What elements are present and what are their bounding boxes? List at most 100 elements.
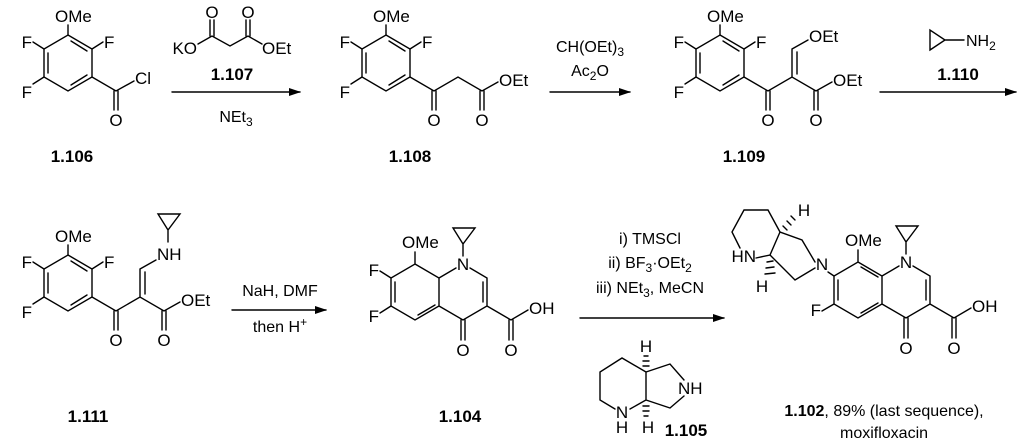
atom-o: O bbox=[456, 341, 469, 360]
atom-f: F bbox=[340, 33, 350, 52]
atom-cl: Cl bbox=[135, 69, 151, 88]
cyclopropyl bbox=[929, 28, 965, 52]
compound-label: 1.110 bbox=[937, 65, 979, 84]
atom-f: F bbox=[22, 253, 32, 272]
atom-ome: OMe bbox=[373, 7, 410, 26]
atom-f: F bbox=[340, 83, 350, 102]
text-part: ·OEt bbox=[652, 255, 685, 272]
atom-oh: OH bbox=[529, 299, 555, 318]
reagent-text: ii) BF3·OEt2 bbox=[608, 255, 692, 275]
atom-oet: OEt bbox=[262, 39, 292, 58]
text-part: 3 bbox=[643, 286, 650, 300]
text-part: NH bbox=[966, 33, 989, 50]
reagent-text: NH2 bbox=[966, 33, 996, 53]
atom-o: O bbox=[157, 331, 170, 350]
atom-ome: OMe bbox=[55, 227, 92, 246]
text-part: then H bbox=[253, 319, 300, 336]
text-part: 2 bbox=[685, 261, 692, 275]
atom-oet: OEt bbox=[181, 291, 211, 310]
atom-n: N bbox=[816, 255, 828, 274]
atom-f: F bbox=[22, 33, 32, 52]
reaction-step-2: CH(OEt)3 Ac2O bbox=[549, 39, 631, 96]
compound-1-104: OMe F F N O O OH 1.104 bbox=[369, 227, 555, 426]
compound-label: 1.105 bbox=[665, 421, 708, 440]
atom-o: O bbox=[427, 111, 440, 130]
compound-1-108: OMe F F F O O OEt 1.108 bbox=[340, 7, 529, 166]
atom-f: F bbox=[104, 253, 114, 272]
atom-nh: NH bbox=[157, 245, 182, 264]
atom-h: H bbox=[756, 277, 768, 296]
atom-oet: OEt bbox=[833, 71, 863, 90]
atom-f: F bbox=[674, 33, 684, 52]
atom-n: N bbox=[457, 255, 469, 274]
atom-f: F bbox=[369, 261, 379, 280]
text-part: 2 bbox=[590, 69, 597, 83]
compound-1-106: OMe F F F Cl O 1.106 bbox=[22, 7, 151, 166]
reagent-text: i) TMSCl bbox=[619, 231, 681, 248]
atom-ome: OMe bbox=[55, 7, 92, 26]
compound-label: 1.107 bbox=[211, 65, 254, 84]
atom-o: O bbox=[475, 111, 488, 130]
text-part: Ac bbox=[571, 63, 590, 80]
text-part: NEt bbox=[219, 109, 246, 126]
text-part: CH(OEt) bbox=[556, 39, 617, 56]
text-part: ii) BF bbox=[608, 255, 646, 272]
text-part: + bbox=[300, 315, 307, 329]
atom-f: F bbox=[22, 83, 32, 102]
atom-f: F bbox=[674, 83, 684, 102]
reagent-text: iii) NEt3, MeCN bbox=[596, 280, 704, 300]
compound-label: 1.106 bbox=[51, 147, 94, 166]
compound-name: moxifloxacin bbox=[840, 425, 928, 442]
compound-1-105: H H NH N H 1.105 bbox=[599, 337, 708, 440]
text-part: O bbox=[596, 63, 608, 80]
atom-o: O bbox=[109, 331, 122, 350]
atom-f: F bbox=[22, 303, 32, 322]
compound-label: 1.111 bbox=[68, 407, 109, 426]
compound-caption: 1.102, 89% (last sequence), bbox=[784, 403, 983, 420]
compound-1-109: OMe F F F O O OEt OEt 1.109 bbox=[674, 7, 863, 166]
text-part: 3 bbox=[617, 45, 624, 59]
atom-o: O bbox=[241, 3, 254, 22]
atom-oet: OEt bbox=[499, 71, 529, 90]
atom-ome: OMe bbox=[707, 7, 744, 26]
atom-f: F bbox=[811, 301, 821, 320]
reagent-text: NEt3 bbox=[219, 109, 253, 129]
atom-o: O bbox=[109, 111, 122, 130]
atom-f: F bbox=[104, 33, 114, 52]
atom-f: F bbox=[422, 33, 432, 52]
reagent-text: NaH, DMF bbox=[242, 283, 318, 300]
atom-h: H bbox=[616, 418, 628, 437]
text-part: 3 bbox=[646, 261, 653, 275]
reagent-text: Ac2O bbox=[571, 63, 609, 83]
atom-n: N bbox=[616, 403, 628, 422]
atom-h: H bbox=[640, 337, 652, 356]
compound-label: 1.108 bbox=[389, 147, 432, 166]
compound-label: 1.109 bbox=[723, 147, 766, 166]
atom-h: H bbox=[798, 201, 810, 220]
atom-o: O bbox=[809, 111, 822, 130]
atom-ome: OMe bbox=[845, 231, 882, 250]
text-part: iii) NEt bbox=[596, 280, 644, 297]
atom-o: O bbox=[504, 341, 517, 360]
text-part: 1.102 bbox=[784, 403, 824, 420]
compound-label: 1.104 bbox=[439, 407, 482, 426]
atom-hn: HN bbox=[731, 247, 756, 266]
atom-f: F bbox=[756, 33, 766, 52]
compound-1-111: OMe F F F O O NH OEt 1.111 bbox=[22, 213, 211, 426]
atom-n: N bbox=[900, 253, 912, 272]
reaction-step-3: NH2 1.110 bbox=[879, 28, 1017, 96]
text-part: 2 bbox=[989, 39, 996, 53]
compound-1-102: OMe F N N HN H H O O OH 1.102, 89% (last… bbox=[731, 201, 998, 442]
atom-oh: OH bbox=[972, 297, 998, 316]
reaction-step-4: NaH, DMF then H+ bbox=[231, 283, 327, 336]
reagent-text: then H+ bbox=[253, 315, 307, 336]
reaction-step-1: KO OEt O O 1.107 NEt3 bbox=[171, 3, 301, 129]
atom-o: O bbox=[899, 339, 912, 358]
reagent-text: CH(OEt)3 bbox=[556, 39, 624, 59]
atom-o: O bbox=[205, 3, 218, 22]
atom-nh: NH bbox=[678, 379, 703, 398]
reaction-step-5: i) TMSCl ii) BF3·OEt2 iii) NEt3, MeCN H … bbox=[579, 231, 725, 440]
atom-oet: OEt bbox=[809, 27, 839, 46]
atom-h: H bbox=[642, 418, 654, 437]
